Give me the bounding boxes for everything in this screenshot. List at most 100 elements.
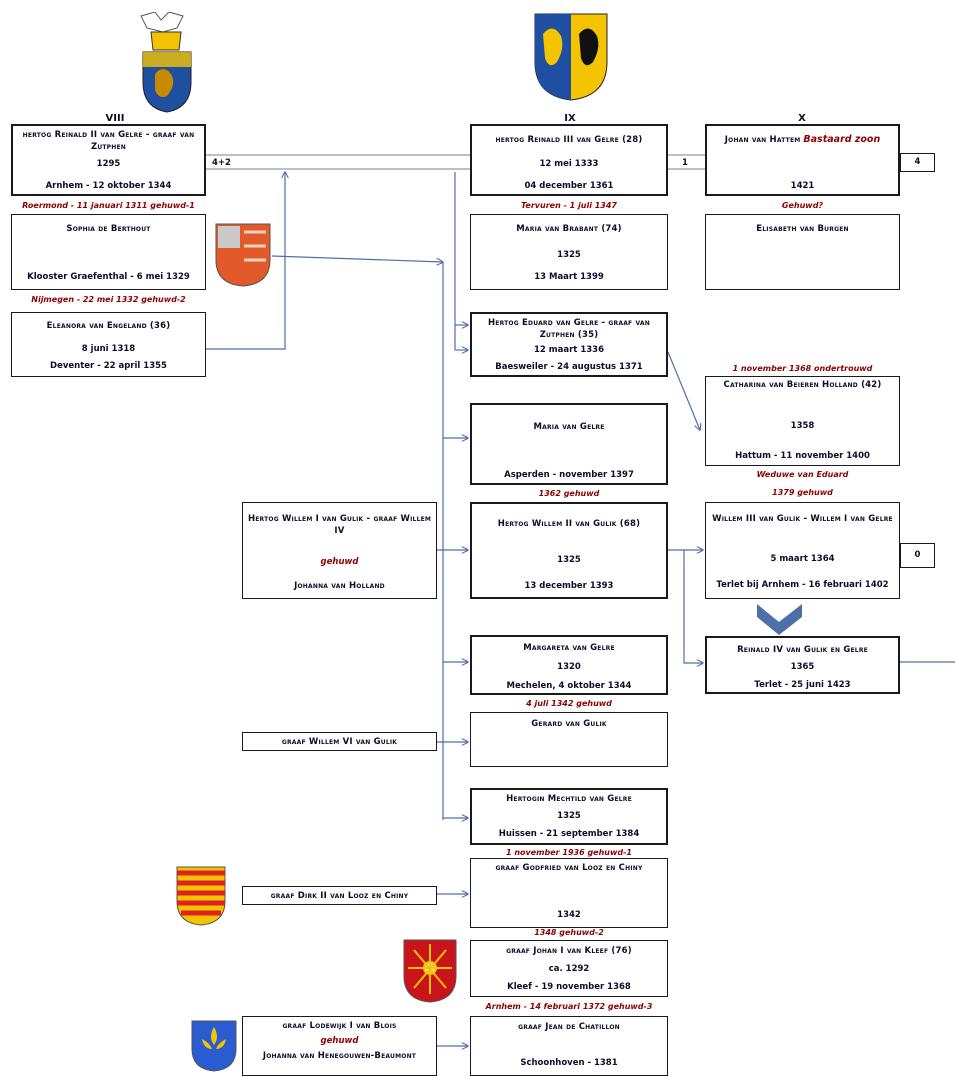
person-card-willem-1-gulik[interactable]: Hertog Willem I van Gulik - graaf Willem… [242, 502, 437, 599]
person-name: Hertog Willem I van Gulik - graaf Willem… [247, 514, 432, 536]
person-name: Elisabeth van Burgen [756, 224, 849, 234]
marriage-annotation-1362: 1362 gehuwd [538, 489, 600, 498]
spouse-name: Johanna van Henegouwen-Beaumont [262, 1051, 417, 1061]
person-card-sophia[interactable]: Sophia de Berthout Klooster Graefenthal … [11, 214, 206, 290]
person-name: Sophia de Berthout [66, 224, 151, 234]
person-born: 1325 [557, 811, 581, 821]
person-name: Hertogin Mechtild van Gelre [506, 794, 632, 804]
person-card-maria-gelre[interactable]: Maria van Gelre Asperden - november 1397 [470, 403, 668, 485]
children-count-box: 0 [900, 543, 935, 568]
person-name: Eleanora van Engeland (36) [46, 321, 171, 331]
chevron-down-icon [757, 604, 802, 635]
person-card-margareta[interactable]: Margareta van Gelre 1320 Mechelen, 4 okt… [470, 635, 668, 695]
person-born: 5 maart 1364 [770, 554, 835, 564]
person-died: 04 december 1361 [524, 181, 614, 191]
person-born: 8 juni 1318 [81, 344, 136, 354]
person-card-johan-kleef[interactable]: graaf Johan I van Kleef (76) ca. 1292 Kl… [470, 940, 668, 997]
person-died: Asperden - november 1397 [504, 470, 634, 480]
marriage-annotation-roermond: Roermond - 11 januari 1311 gehuwd-1 [22, 201, 195, 210]
marriage-status: gehuwd [320, 1036, 359, 1046]
person-card-eleanora[interactable]: Eleanora van Engeland (36) 8 juni 1318 D… [11, 312, 206, 377]
marriage-annotation-tervuren: Tervuren - 1 juli 1347 [521, 201, 617, 210]
person-name: graaf Johan I van Kleef (76) [506, 946, 632, 956]
person-born: 1342 [557, 910, 581, 920]
person-name: Hertog Willem II van Gulik (68) [497, 519, 641, 529]
person-died: Terlet bij Arnhem - 16 februari 1402 [716, 580, 889, 590]
person-name: graaf Willem VI van Gulik [281, 737, 398, 747]
marriage-annotation-1936: 1 november 1936 gehuwd-1 [506, 848, 632, 857]
marriage-status: gehuwd [320, 557, 359, 567]
person-born: 1320 [557, 662, 581, 672]
marriage-annotation-gehuwd: Gehuwd? [781, 201, 824, 210]
children-count-box: 4 [900, 153, 935, 172]
children-count-label: 1 [682, 158, 688, 168]
person-card-gerard[interactable]: Gerard van Gulik [470, 712, 668, 767]
person-name: Gerard van Gulik [531, 719, 607, 729]
generation-ix-label: IX [564, 113, 576, 124]
marriage-annotation-ondertrouwd: 1 november 1368 ondertrouwd [732, 364, 873, 373]
person-born: 1325 [557, 250, 581, 260]
person-card-eduard[interactable]: Hertog Eduard van Gelre - graaf van Zutp… [470, 312, 668, 377]
person-name: graaf Godfried van Looz en Chiny [495, 863, 643, 873]
person-died: Terlet - 25 juni 1423 [754, 680, 851, 690]
blois-coat-of-arms-icon [190, 1019, 238, 1072]
person-name: graaf Lodewijk I van Blois [282, 1021, 397, 1031]
person-name: Maria van Gelre [533, 422, 605, 432]
person-card-maria-brabant[interactable]: Maria van Brabant (74) 1325 13 Maart 139… [470, 214, 668, 290]
person-died: Baesweiler - 24 augustus 1371 [495, 362, 643, 372]
person-card-godfried[interactable]: graaf Godfried van Looz en Chiny 1342 [470, 858, 668, 928]
person-card-willem-2-gulik[interactable]: Hertog Willem II van Gulik (68) 1325 13 … [470, 502, 668, 599]
looz-coat-of-arms-icon [175, 865, 227, 927]
person-card-willem-6[interactable]: graaf Willem VI van Gulik [242, 732, 437, 751]
person-card-reinald-4[interactable]: Reinald IV van Gulik en Gelre 1365 Terle… [705, 636, 900, 694]
person-name: graaf Jean de Chatillon [518, 1022, 620, 1032]
children-count-label: 4+2 [212, 158, 231, 168]
person-name: hertog Reinald III van Gelre (28) [495, 135, 643, 145]
person-name: Catharina van Beieren Holland (42) [723, 380, 882, 390]
person-note: Bastaard zoon [803, 134, 881, 145]
person-died: 13 Maart 1399 [534, 272, 604, 282]
marriage-annotation-arnhem-1372: Arnhem - 14 februari 1372 gehuwd-3 [485, 1002, 653, 1011]
marriage-annotation-nijmegen: Nijmegen - 22 mei 1332 gehuwd-2 [31, 295, 186, 304]
marriage-annotation-1342: 4 juli 1342 gehuwd [526, 699, 612, 708]
person-card-mechtild[interactable]: Hertogin Mechtild van Gelre 1325 Huissen… [470, 788, 668, 845]
person-name-text: Johan van Hattem [724, 135, 801, 145]
person-died: Hattum - 11 november 1400 [735, 451, 870, 461]
person-name: Maria van Brabant (74) [516, 224, 622, 234]
person-card-dirk[interactable]: graaf Dirk II van Looz en Chiny [242, 886, 437, 905]
person-card-johan-hattem[interactable]: Johan van Hattem Bastaard zoon 1421 [705, 124, 900, 196]
person-died: 13 december 1393 [524, 581, 614, 591]
person-name: Willem III van Gulik - Willem I van Gelr… [712, 514, 893, 524]
person-name: Johan van Hattem Bastaard zoon [707, 134, 898, 146]
person-died: Klooster Graefenthal - 6 mei 1329 [27, 272, 190, 282]
person-card-lodewijk[interactable]: graaf Lodewijk I van Blois gehuwd Johann… [242, 1016, 437, 1076]
person-died: Arnhem - 12 oktober 1344 [45, 181, 172, 191]
person-card-catharina[interactable]: Catharina van Beieren Holland (42) 1358 … [705, 376, 900, 466]
person-card-willem-3[interactable]: Willem III van Gulik - Willem I van Gelr… [705, 502, 900, 599]
person-born: 1325 [557, 555, 581, 565]
generation-x-label: X [798, 113, 806, 124]
person-died: Schoonhoven - 1381 [520, 1058, 618, 1068]
person-born: 1421 [790, 181, 815, 191]
person-born: ca. 1292 [548, 964, 590, 974]
generation-viii-label: VIII [105, 113, 125, 124]
gelre-zutphen-coat-of-arms-icon [133, 11, 201, 114]
gelre-coat-of-arms-icon [533, 12, 609, 102]
person-card-reinald-2[interactable]: hertog Reinald II van Gelre - graaf van … [11, 124, 206, 196]
person-born: 12 maart 1336 [534, 345, 604, 355]
person-born: 1365 [790, 662, 815, 672]
person-died: Kleef - 19 november 1368 [507, 982, 631, 992]
person-name: graaf Dirk II van Looz en Chiny [270, 891, 409, 901]
person-name: hertog Reinald II van Gelre - graaf van … [22, 130, 195, 152]
spouse-name: Johanna van Holland [294, 581, 385, 591]
person-born: 1295 [96, 159, 121, 169]
person-name: Margareta van Gelre [523, 643, 615, 653]
person-card-reinald-3[interactable]: hertog Reinald III van Gelre (28) 12 mei… [470, 124, 668, 196]
kleef-coat-of-arms-icon [402, 938, 458, 1004]
person-card-elisabeth[interactable]: Elisabeth van Burgen [705, 214, 900, 290]
person-born: 12 mei 1333 [539, 159, 599, 169]
person-name: Hertog Eduard van Gelre - graaf van Zutp… [487, 318, 651, 340]
annotation-weduwe: Weduwe van Eduard [756, 470, 849, 479]
person-died: Mechelen, 4 oktober 1344 [506, 681, 632, 691]
person-card-jean[interactable]: graaf Jean de Chatillon Schoonhoven - 13… [470, 1016, 668, 1076]
